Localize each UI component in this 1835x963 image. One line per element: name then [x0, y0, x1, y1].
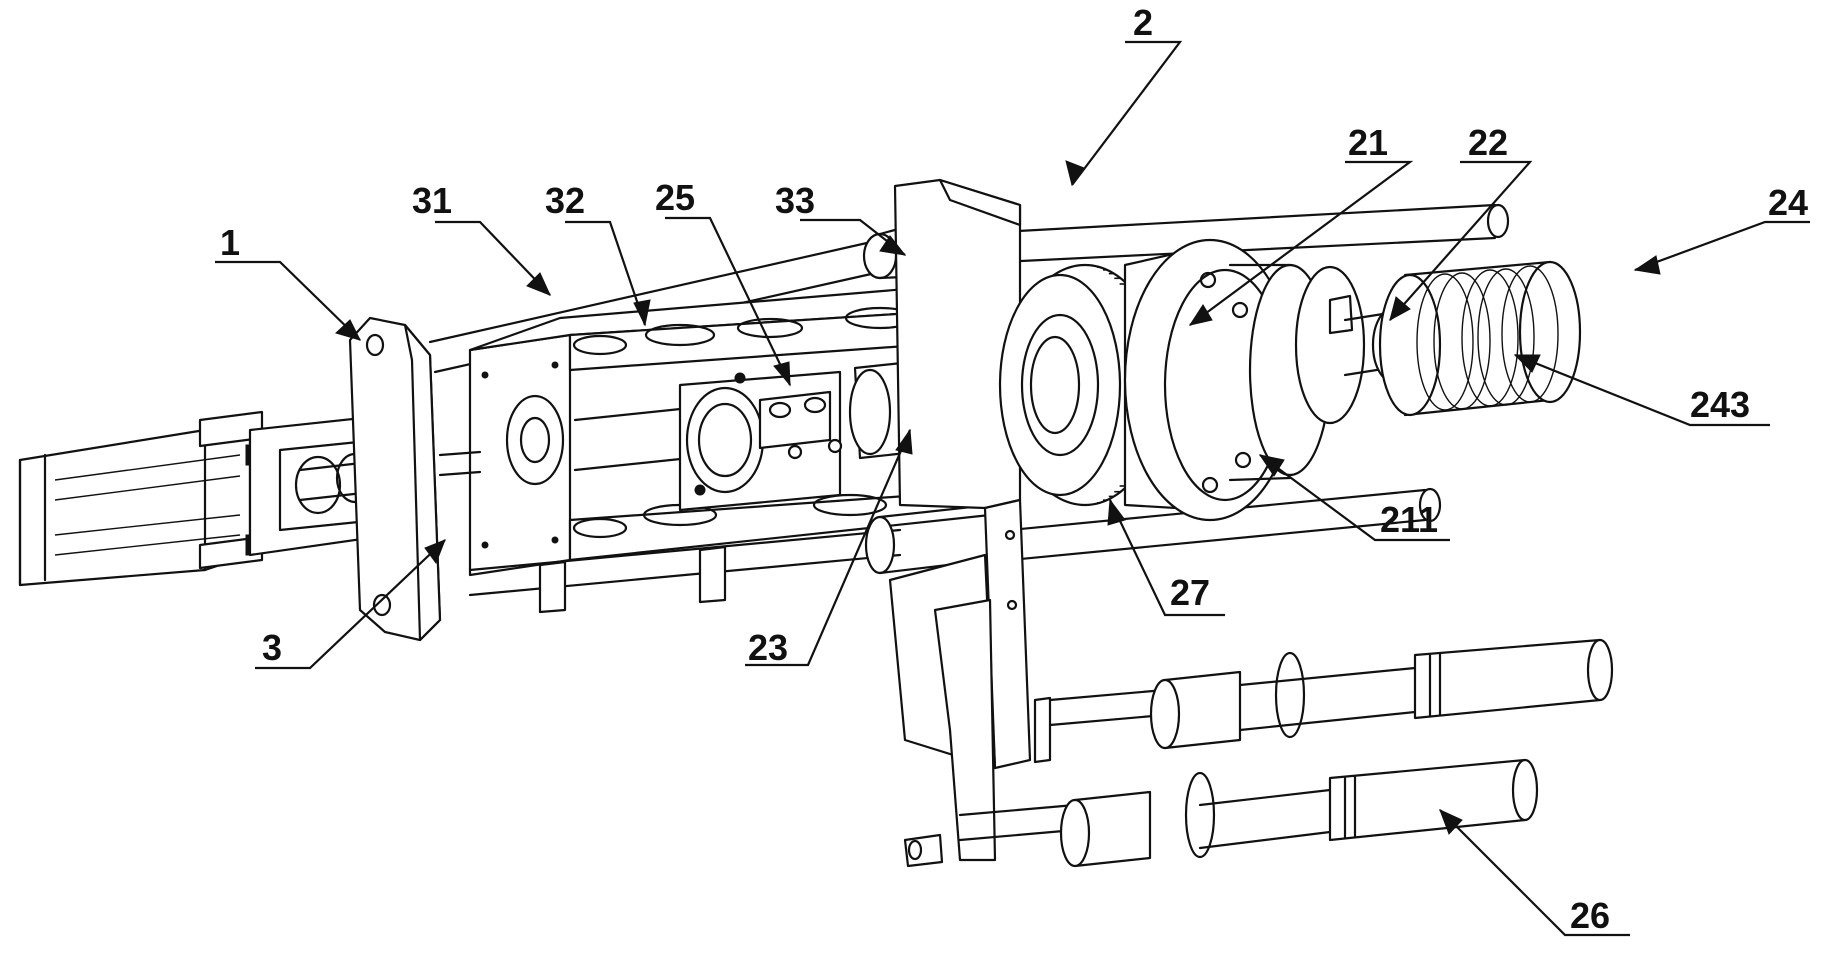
leader-27	[1109, 499, 1225, 617]
label-3: 3	[262, 627, 282, 668]
leader-1	[215, 260, 361, 341]
leader-22	[1389, 160, 1533, 321]
leader-2	[1071, 40, 1183, 186]
label-211: 211	[1380, 499, 1438, 540]
leader-243	[1514, 353, 1770, 427]
leader-3	[255, 539, 446, 670]
leader-lines	[215, 40, 1810, 937]
label-27: 27	[1170, 572, 1210, 613]
sliding-frame	[438, 280, 992, 577]
leader-26	[1439, 809, 1630, 937]
lower-cylinder-upper	[1048, 638, 1614, 750]
label-26: 26	[1570, 895, 1610, 936]
label-243: 243	[1690, 384, 1750, 425]
label-33: 33	[775, 180, 815, 221]
servo-motor	[18, 410, 264, 587]
leader-24	[1634, 220, 1810, 272]
part-labels: 1 2 3 21 22 23 24 25 26 27 31 32 33 211 …	[220, 2, 1808, 936]
leader-32	[565, 220, 647, 326]
label-22: 22	[1468, 122, 1508, 163]
label-31: 31	[412, 180, 452, 221]
label-1: 1	[220, 222, 240, 263]
grooved-roller	[1378, 260, 1582, 417]
leader-23	[745, 429, 912, 667]
leader-25	[665, 216, 791, 386]
label-21: 21	[1348, 122, 1388, 163]
label-25: 25	[655, 177, 695, 218]
mounting-plate	[888, 178, 1052, 868]
leader-211	[1259, 454, 1450, 542]
leader-31	[435, 220, 551, 296]
valve-block	[678, 370, 843, 512]
guide-rods-lower	[468, 487, 1442, 614]
label-24: 24	[1768, 182, 1808, 223]
label-2: 2	[1133, 2, 1153, 43]
spindle-housing	[1123, 238, 1366, 522]
lower-cylinder-lower	[958, 758, 1539, 868]
leader-21	[1189, 160, 1414, 326]
leader-arrowheads	[335, 160, 1661, 835]
base-plate	[348, 316, 442, 642]
label-32: 32	[545, 180, 585, 221]
label-23: 23	[748, 627, 788, 668]
